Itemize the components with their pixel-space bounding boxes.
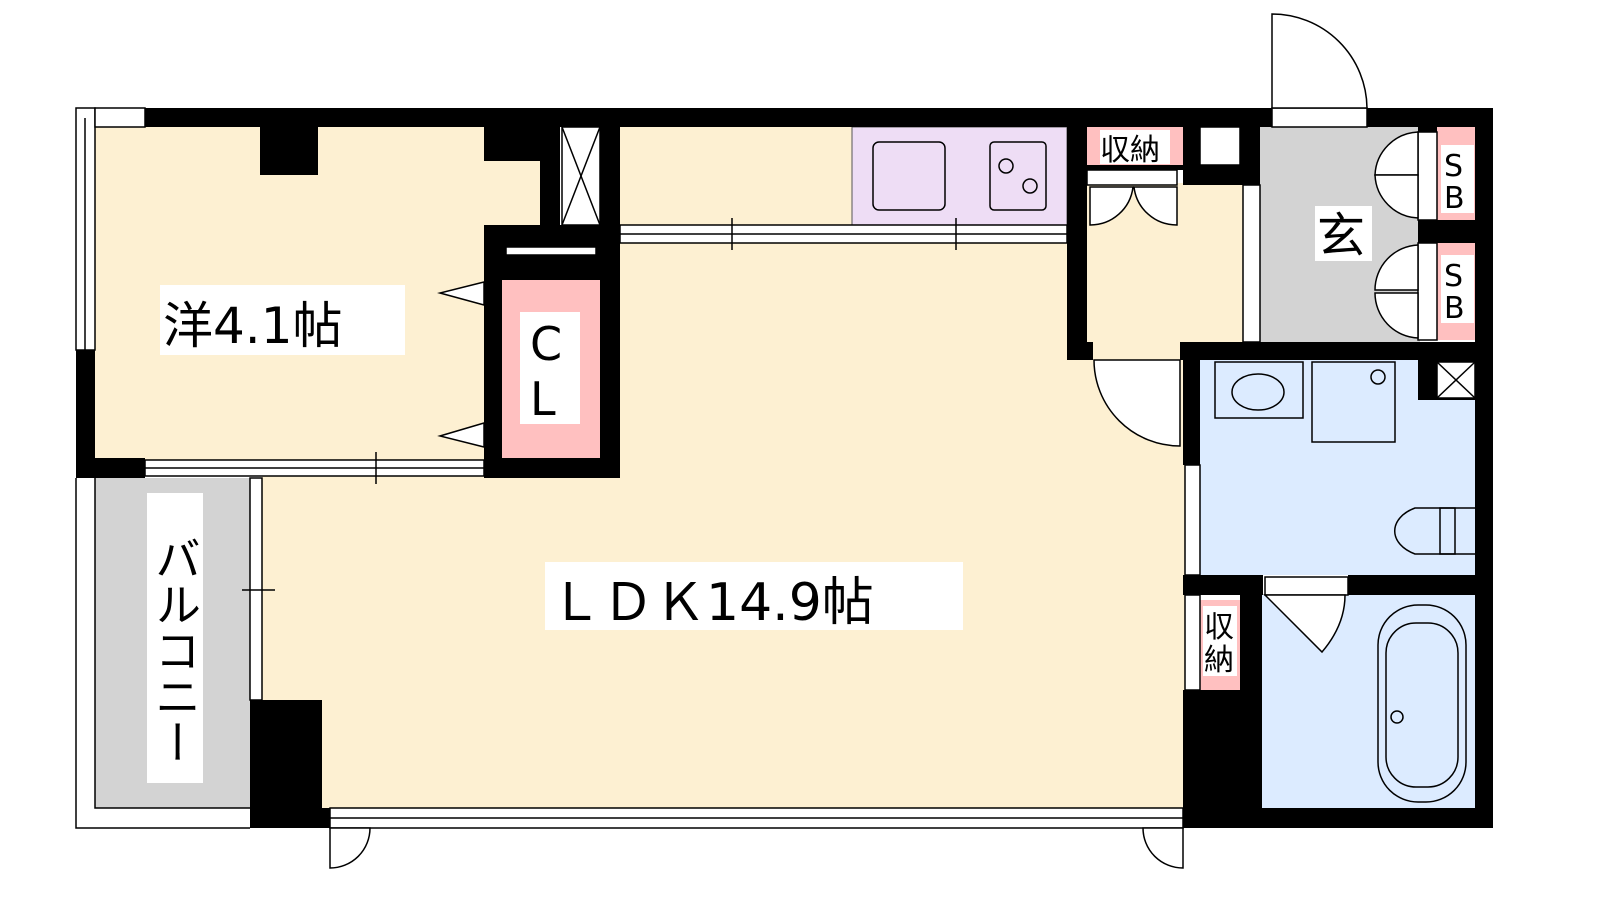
shoebox-1-label-s: S: [1444, 149, 1463, 184]
kitchen-counter: [851, 126, 1068, 226]
balcony-label: バルコニー: [148, 535, 202, 765]
closet-label-c: C: [530, 317, 562, 371]
ldk-label: ＬＤＫ14.9帖: [550, 573, 874, 633]
shoebox-2-label-b: B: [1444, 291, 1465, 326]
entrance-label: 玄: [1317, 208, 1365, 264]
storage-top-label: 収納: [1100, 133, 1160, 168]
closet-label-l: L: [530, 372, 556, 426]
fixtures: [75, 13, 1476, 869]
storage-side-label-2: 納: [1204, 643, 1234, 678]
shoebox-1-label-b: B: [1444, 181, 1465, 216]
shoebox-2-label-s: S: [1444, 259, 1463, 294]
storage-side-label-1: 収: [1204, 610, 1234, 645]
western-room-label: 洋4.1帖: [163, 297, 343, 355]
walls: [76, 108, 1493, 828]
bathroom-floor: [1262, 595, 1475, 808]
ldk-floor: [262, 243, 1187, 813]
